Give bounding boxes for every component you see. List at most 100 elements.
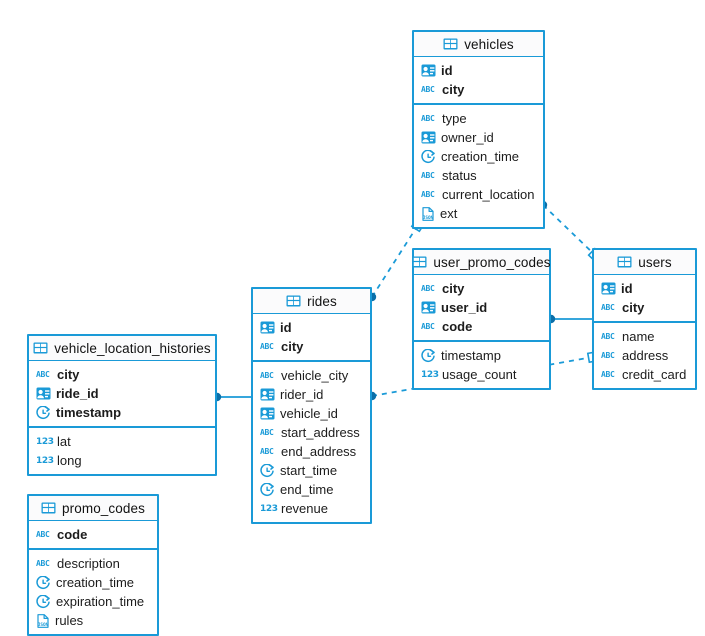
field-name: ride_id — [56, 386, 99, 401]
field-name: vehicle_city — [281, 368, 349, 383]
table-grid-icon — [33, 342, 48, 354]
field-row[interactable]: owner_id — [414, 128, 543, 147]
table-title: users — [638, 254, 672, 270]
clock-icon — [260, 482, 275, 497]
field-name: start_time — [280, 463, 338, 478]
relationship-user_promo_codes-users[interactable] — [546, 314, 592, 324]
table-title: rides — [307, 293, 337, 309]
table-header-users[interactable]: users — [594, 250, 695, 275]
field-name: code — [57, 527, 88, 542]
primary-key-row[interactable]: id — [594, 279, 695, 298]
primary-key-row[interactable]: timestamp — [29, 403, 215, 422]
field-name: creation_time — [441, 149, 520, 164]
field-name: timestamp — [56, 405, 122, 420]
abc-text-icon: ABC — [36, 529, 50, 539]
table-title: user_promo_codes — [433, 254, 551, 270]
id-badge-icon — [260, 388, 275, 401]
abc-text-icon: ABC — [421, 283, 435, 293]
id-badge-icon — [421, 131, 436, 144]
field-row[interactable]: expiration_time — [29, 592, 157, 611]
field-row[interactable]: end_time — [253, 480, 370, 499]
primary-key-row[interactable]: ABC code — [29, 525, 157, 544]
field-name: description — [57, 556, 120, 571]
field-name: city — [442, 82, 465, 97]
123-number-icon: 123 — [36, 436, 54, 447]
field-row[interactable]: JSON rules — [29, 611, 157, 630]
clock-icon — [36, 405, 51, 420]
relationship-vlh-rides[interactable] — [212, 392, 251, 402]
json-file-icon: JSON — [421, 206, 435, 221]
123-number-icon: 123 — [260, 503, 278, 514]
id-badge-icon — [421, 301, 436, 314]
field-row[interactable]: start_time — [253, 461, 370, 480]
primary-key-row[interactable]: id — [414, 61, 543, 80]
primary-key-row[interactable]: user_id — [414, 298, 549, 317]
field-name: long — [57, 453, 82, 468]
primary-key-row[interactable]: ABC code — [414, 317, 549, 336]
abc-text-icon: ABC — [260, 341, 274, 351]
field-row[interactable]: creation_time — [29, 573, 157, 592]
clock-icon — [36, 575, 51, 590]
field-name: rider_id — [280, 387, 324, 402]
field-name: rules — [55, 613, 84, 628]
field-row[interactable]: timestamp — [414, 346, 549, 365]
field-row[interactable]: vehicle_id — [253, 404, 370, 423]
field-name: city — [622, 300, 645, 315]
abc-text-icon: ABC — [601, 331, 615, 341]
field-name: end_address — [281, 444, 357, 459]
primary-key-row[interactable]: id — [253, 318, 370, 337]
table-header-rides[interactable]: rides — [253, 289, 370, 314]
table-header-user_promo_codes[interactable]: user_promo_codes — [412, 250, 551, 275]
field-row[interactable]: creation_time — [414, 147, 543, 166]
json-file-icon: JSON — [36, 613, 50, 628]
field-name: id — [621, 281, 633, 296]
field-name: vehicle_id — [280, 406, 338, 421]
field-row[interactable]: rider_id — [253, 385, 370, 404]
svg-text:JSON: JSON — [38, 622, 49, 628]
table-header-vehicles[interactable]: vehicles — [414, 32, 543, 57]
table-header-promo_codes[interactable]: promo_codes — [29, 496, 157, 521]
primary-key-row[interactable]: ride_id — [29, 384, 215, 403]
field-name: code — [442, 319, 473, 334]
field-name: id — [441, 63, 453, 78]
field-name: start_address — [281, 425, 360, 440]
abc-text-icon: ABC — [421, 113, 435, 123]
field-name: user_id — [441, 300, 488, 315]
field-name: city — [57, 367, 80, 382]
field-name: id — [280, 320, 292, 335]
abc-text-icon: ABC — [421, 321, 435, 331]
svg-text:JSON: JSON — [423, 215, 434, 221]
table-header-vehicle_location_histories[interactable]: vehicle_location_histories — [29, 336, 215, 361]
